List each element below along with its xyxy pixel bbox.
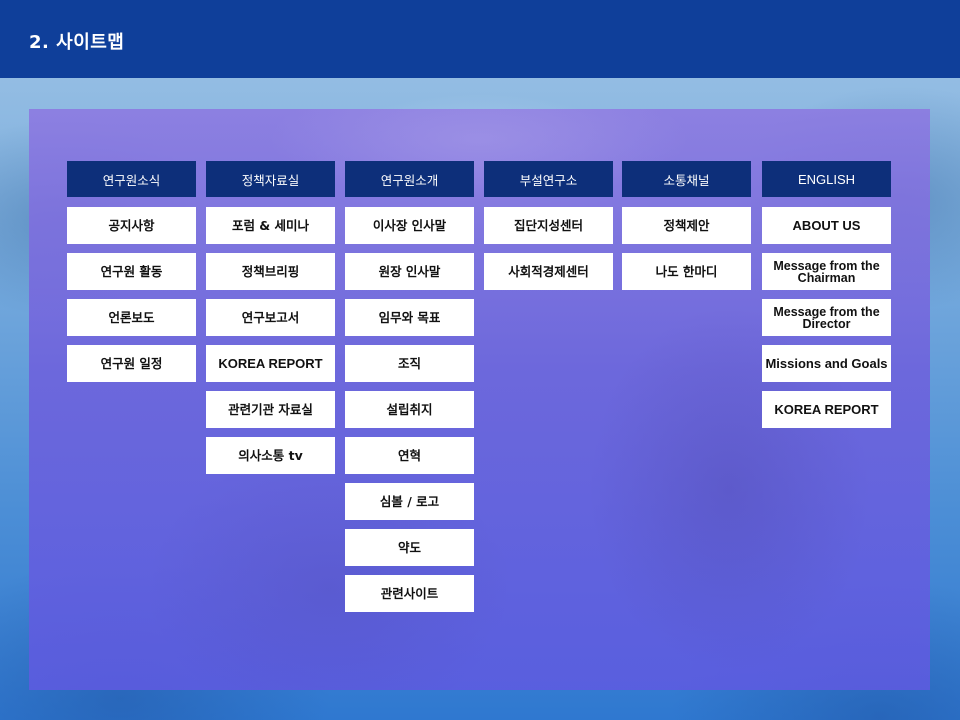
menu-item-symbol-logo[interactable]: 심볼 / 로고 xyxy=(345,483,474,520)
menu-item-activities[interactable]: 연구원 활동 xyxy=(67,253,196,290)
title-bar: 2. 사이트맵 xyxy=(0,0,960,78)
sitemap-column-institutes: 부설연구소 집단지성센터 사회적경제센터 xyxy=(484,161,613,299)
column-header-news[interactable]: 연구원소식 xyxy=(67,161,196,197)
sitemap-column-about: 연구원소개 이사장 인사말 원장 인사말 임무와 목표 조직 설립취지 연혁 심… xyxy=(345,161,474,621)
menu-item-related-archive[interactable]: 관련기관 자료실 xyxy=(206,391,335,428)
column-header-channel[interactable]: 소통채널 xyxy=(622,161,751,197)
sitemap-column-english: ENGLISH ABOUT US Message from the Chairm… xyxy=(762,161,891,437)
page-title: 2. 사이트맵 xyxy=(29,32,125,53)
menu-item-policy-proposal[interactable]: 정책제안 xyxy=(622,207,751,244)
column-header-english[interactable]: ENGLISH xyxy=(762,161,891,197)
column-header-institutes[interactable]: 부설연구소 xyxy=(484,161,613,197)
menu-item-korea-report-en[interactable]: KOREA REPORT xyxy=(762,391,891,428)
menu-item-forum[interactable]: 포럼 & 세미나 xyxy=(206,207,335,244)
menu-item-briefing[interactable]: 정책브리핑 xyxy=(206,253,335,290)
sitemap-column-policy: 정책자료실 포럼 & 세미나 정책브리핑 연구보고서 KOREA REPORT … xyxy=(206,161,335,483)
menu-item-map[interactable]: 약도 xyxy=(345,529,474,566)
column-header-about[interactable]: 연구원소개 xyxy=(345,161,474,197)
menu-item-communication-tv[interactable]: 의사소통 tv xyxy=(206,437,335,474)
menu-item-purpose[interactable]: 설립취지 xyxy=(345,391,474,428)
column-header-policy[interactable]: 정책자료실 xyxy=(206,161,335,197)
menu-item-my-word[interactable]: 나도 한마디 xyxy=(622,253,751,290)
menu-item-notices[interactable]: 공지사항 xyxy=(67,207,196,244)
menu-item-social-economy[interactable]: 사회적경제센터 xyxy=(484,253,613,290)
menu-item-chairman-greeting[interactable]: 이사장 인사말 xyxy=(345,207,474,244)
sitemap-column-news: 연구원소식 공지사항 연구원 활동 언론보도 연구원 일정 xyxy=(67,161,196,391)
menu-item-missions-goals[interactable]: Missions and Goals xyxy=(762,345,891,382)
menu-item-korea-report[interactable]: KOREA REPORT xyxy=(206,345,335,382)
menu-item-message-chairman[interactable]: Message from the Chairman xyxy=(762,253,891,290)
menu-item-message-director[interactable]: Message from the Director xyxy=(762,299,891,336)
sitemap-column-channel: 소통채널 정책제안 나도 한마디 xyxy=(622,161,751,299)
menu-item-mission[interactable]: 임무와 목표 xyxy=(345,299,474,336)
menu-item-schedule[interactable]: 연구원 일정 xyxy=(67,345,196,382)
menu-item-history[interactable]: 연혁 xyxy=(345,437,474,474)
menu-item-press[interactable]: 언론보도 xyxy=(67,299,196,336)
menu-item-director-greeting[interactable]: 원장 인사말 xyxy=(345,253,474,290)
sitemap-panel: 연구원소식 공지사항 연구원 활동 언론보도 연구원 일정 정책자료실 포럼 &… xyxy=(29,109,930,690)
menu-item-about-us[interactable]: ABOUT US xyxy=(762,207,891,244)
menu-item-collective-intelligence[interactable]: 집단지성센터 xyxy=(484,207,613,244)
menu-item-related-sites[interactable]: 관련사이트 xyxy=(345,575,474,612)
menu-item-reports[interactable]: 연구보고서 xyxy=(206,299,335,336)
menu-item-organization[interactable]: 조직 xyxy=(345,345,474,382)
